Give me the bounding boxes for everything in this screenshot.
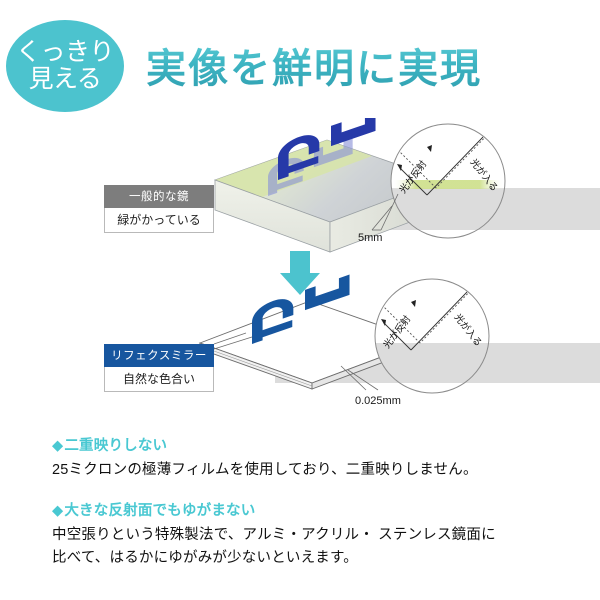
feature-heading: ◆二重映りしない <box>52 434 572 455</box>
feature-body-line: 中空張りという特殊製法で、アルミ・アクリル・ ステンレス鏡面に <box>52 526 496 543</box>
badge-line-2: 見える <box>28 66 102 93</box>
feature-body: 25ミクロンの極薄フィルムを使用しており、二重映りしません。 <box>52 459 572 482</box>
feature-body-line: 25ミクロンの極薄フィルムを使用しており、二重映りしません。 <box>52 462 478 478</box>
diamond-icon: ◆ <box>52 502 64 519</box>
label-reflex-mirror-subtitle: 自然な色合い <box>104 367 214 392</box>
top-magnifier: 光が入る 光が反射 <box>390 123 506 239</box>
feature-list: ◆二重映りしない 25ミクロンの極薄フィルムを使用しており、二重映りしません。 … <box>52 434 572 587</box>
feature-body: 中空張りという特殊製法で、アルミ・アクリル・ ステンレス鏡面に 比べて、はるかに… <box>52 524 572 570</box>
page-title: 実像を鮮明に実現 <box>146 36 482 94</box>
feature-heading-text: 大きな反射面でもゆがまない <box>64 502 256 519</box>
feature-heading: ◆大きな反射面でもゆがまない <box>52 499 572 520</box>
bottom-thickness-leader <box>340 365 379 391</box>
feature-item: ◆二重映りしない 25ミクロンの極薄フィルムを使用しており、二重映りしません。 <box>52 434 572 482</box>
feature-body-line: 比べて、はるかにゆがみが少ないといえます。 <box>52 549 358 566</box>
top-scene-ordinary-mirror: 光が入る 光が反射 <box>213 118 600 253</box>
feature-heading-text: 二重映りしない <box>64 438 168 454</box>
diamond-icon: ◆ <box>52 438 64 454</box>
ordinary-mirror-logo <box>278 118 376 180</box>
highlight-badge: くっきり 見える <box>6 20 124 112</box>
label-reflex-mirror: リフェクスミラー 自然な色合い <box>104 344 214 392</box>
bottom-scene-reflex-mirror: 光が入る 光が反射 <box>198 274 600 394</box>
reflex-label-leader <box>213 332 253 350</box>
label-reflex-mirror-title: リフェクスミラー <box>104 344 214 367</box>
bottom-magnifier: 光が入る 光が反射 <box>374 278 490 394</box>
reflex-mirror-logo <box>252 274 350 344</box>
label-ordinary-mirror-subtitle: 緑がかっている <box>104 208 214 233</box>
comparison-diagram: 光が入る 光が反射 <box>0 118 600 418</box>
feature-item: ◆大きな反射面でもゆがまない 中空張りという特殊製法で、アルミ・アクリル・ ステ… <box>52 499 572 570</box>
thickness-reflex-mirror: 0.025mm <box>355 395 401 407</box>
down-arrow-icon <box>280 251 320 295</box>
label-ordinary-mirror: 一般的な鏡 緑がかっている <box>104 185 214 233</box>
thickness-ordinary-mirror: 5mm <box>358 232 383 244</box>
label-ordinary-mirror-title: 一般的な鏡 <box>104 185 214 208</box>
top-thickness-leader <box>371 193 399 231</box>
badge-line-1: くっきり <box>15 38 115 66</box>
